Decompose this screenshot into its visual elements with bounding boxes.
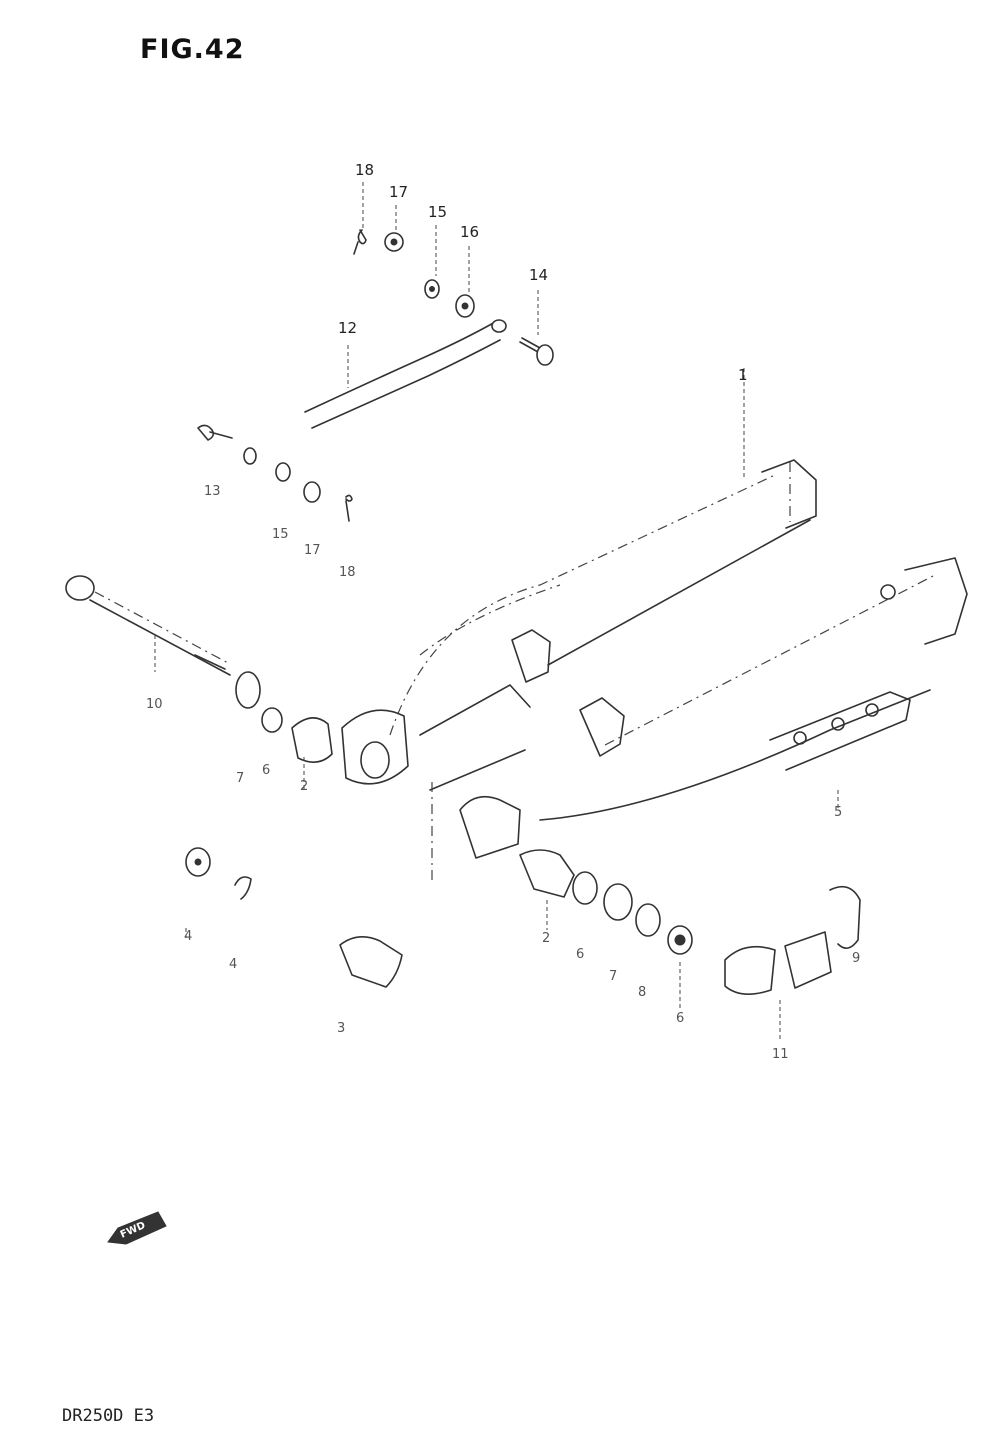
callout-9: 9 — [852, 951, 860, 966]
lower-left-bushings — [185, 847, 403, 988]
callout-6-far-right: 6 — [676, 1011, 684, 1026]
callout-16-upper: 16 — [460, 223, 479, 241]
callout-17-lower: 17 — [304, 543, 321, 558]
callout-15-lower: 15 — [272, 527, 289, 542]
callout-18-upper: 18 — [355, 161, 374, 179]
upper-hardware-group — [353, 182, 554, 366]
cotter-pin-lower — [345, 494, 353, 522]
callout-6-right: 6 — [576, 947, 584, 962]
chain-buffer-11 — [724, 885, 861, 1040]
callout-17-upper: 17 — [389, 183, 408, 201]
callout-5: 5 — [834, 805, 842, 820]
callout-7-right: 7 — [609, 969, 617, 984]
callout-6-left: 6 — [262, 763, 270, 778]
swingarm-body-1 — [341, 368, 968, 882]
callout-18-lower: 18 — [339, 565, 356, 580]
model-code: DR250D E3 — [62, 1406, 155, 1426]
chain-guide-9 — [769, 691, 911, 810]
callout-7-left: 7 — [236, 771, 244, 786]
callout-2-left: 2 — [300, 779, 308, 794]
callout-15-upper: 15 — [428, 203, 447, 221]
callout-13: 13 — [204, 484, 221, 499]
callout-10: 10 — [146, 697, 163, 712]
bolt-14 — [519, 337, 541, 353]
callout-14: 14 — [529, 266, 548, 284]
pivot-shaft-10 — [65, 575, 333, 790]
callout-2-right: 2 — [542, 931, 550, 946]
torque-rod-12 — [304, 319, 507, 429]
bolt-13 — [197, 424, 233, 441]
fwd-arrow-icon: FWD — [107, 1211, 167, 1245]
callout-4-left: 4 — [184, 929, 192, 944]
cotter-pin-upper — [353, 229, 367, 255]
callout-4-mid: 4 — [229, 957, 237, 972]
callout-3: 3 — [337, 1021, 345, 1036]
figure-title: FIG.42 — [140, 34, 245, 65]
right-bushing-stack — [519, 849, 693, 1010]
callout-8: 8 — [638, 985, 646, 1000]
callout-1: 1 — [738, 366, 748, 384]
lower-rod-hardware — [197, 424, 353, 522]
callout-11: 11 — [772, 1047, 789, 1062]
callout-12: 12 — [338, 319, 357, 337]
